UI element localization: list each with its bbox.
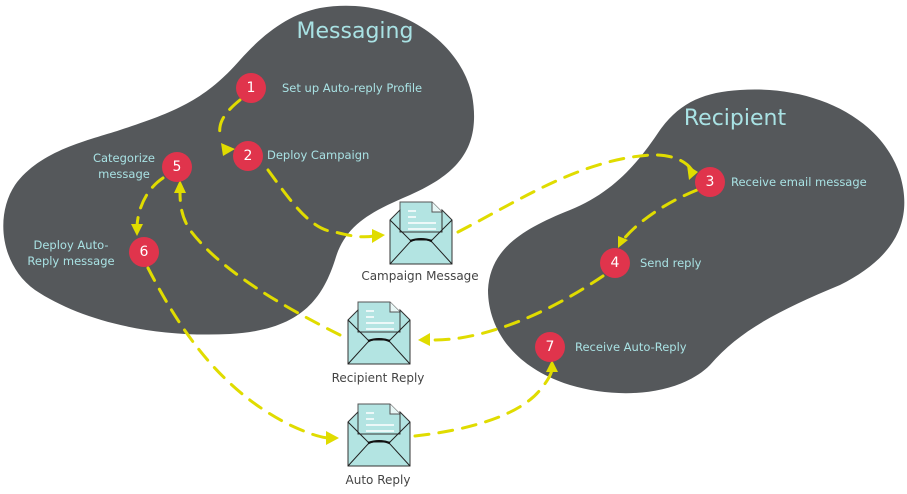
step-badge xyxy=(233,141,263,171)
flow-6-to-auto-reply xyxy=(146,266,330,440)
step-label-line-2: Reply message xyxy=(27,254,114,268)
envelope-icon xyxy=(347,301,411,365)
step-number: 3 xyxy=(706,174,715,190)
region-messaging xyxy=(3,5,475,335)
step-label-line-1: Categorize xyxy=(93,151,155,165)
step-label: Receive email message xyxy=(731,175,867,189)
step-badge xyxy=(600,248,630,278)
flow-4-to-recipient-reply xyxy=(428,274,605,342)
step-1[interactable]: 1 Set up Auto-reply Profile xyxy=(236,73,422,103)
arrowhead-2 xyxy=(221,143,235,156)
step-badge xyxy=(535,332,565,362)
step-number: 5 xyxy=(173,159,182,175)
step-label-line-1: Deploy Auto- xyxy=(34,238,109,252)
arrowhead-4 xyxy=(618,236,628,248)
step-label: Deploy Campaign xyxy=(267,148,369,162)
arrowhead-7 xyxy=(546,360,558,372)
envelope-icon xyxy=(389,201,453,265)
step-badge xyxy=(236,73,266,103)
step-number: 6 xyxy=(140,244,149,260)
arrowhead-auto-reply xyxy=(326,431,339,445)
step-6[interactable]: 6 Deploy Auto- Reply message xyxy=(27,237,159,268)
step-number: 7 xyxy=(546,339,555,355)
region-title-recipient: Recipient xyxy=(684,106,787,131)
step-number: 1 xyxy=(247,80,256,96)
flow-auto-reply-to-7 xyxy=(413,366,554,438)
flow-campaign-to-3 xyxy=(456,153,694,234)
message-auto-reply[interactable]: Auto Reply xyxy=(346,403,411,487)
message-recipient-reply[interactable]: Recipient Reply xyxy=(332,301,425,385)
step-5[interactable]: 5 Categorize message xyxy=(93,151,192,182)
arrowhead-6 xyxy=(131,224,143,236)
region-title-messaging: Messaging xyxy=(297,19,414,44)
step-badge xyxy=(695,167,725,197)
step-badge xyxy=(129,237,159,267)
flow-1-to-2 xyxy=(218,98,242,142)
arrowhead-5 xyxy=(174,180,186,193)
step-7[interactable]: 7 Receive Auto-Reply xyxy=(535,332,687,362)
flow-5-to-6 xyxy=(135,176,165,228)
step-number: 2 xyxy=(244,148,253,164)
arrowhead-campaign xyxy=(372,229,385,243)
step-label: Set up Auto-reply Profile xyxy=(282,81,422,95)
flow-3-to-4 xyxy=(621,188,699,242)
flow-lines xyxy=(135,98,699,440)
flow-arrowheads xyxy=(131,143,698,445)
flow-2-to-campaign xyxy=(266,168,376,239)
arrowhead-recipient-reply xyxy=(418,333,430,346)
step-label-line-2: message xyxy=(98,167,150,181)
step-3[interactable]: 3 Receive email message xyxy=(695,167,867,197)
step-number: 4 xyxy=(611,255,620,271)
region-recipient xyxy=(488,89,905,394)
flow-recipient-reply-to-5 xyxy=(178,188,342,337)
arrowhead-3 xyxy=(687,165,698,180)
step-label: Receive Auto-Reply xyxy=(575,340,687,354)
step-badge xyxy=(162,152,192,182)
envelope-icon xyxy=(347,403,411,467)
message-label: Auto Reply xyxy=(346,473,411,487)
message-label: Campaign Message xyxy=(361,269,478,283)
message-label: Recipient Reply xyxy=(332,371,425,385)
step-2[interactable]: 2 Deploy Campaign xyxy=(233,141,369,171)
step-label: Send reply xyxy=(640,256,702,270)
message-campaign[interactable]: Campaign Message xyxy=(361,201,479,283)
step-4[interactable]: 4 Send reply xyxy=(600,248,702,278)
